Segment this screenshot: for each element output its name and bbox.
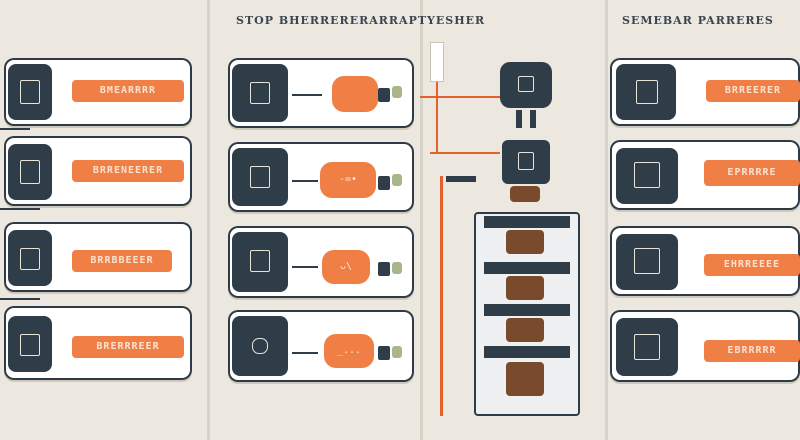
divider-center [420, 0, 423, 440]
middle-card-1[interactable] [228, 58, 414, 128]
device-icon [232, 232, 288, 292]
connector-pill: -=• [320, 162, 376, 198]
device-icon [616, 64, 676, 120]
device-icon [8, 144, 52, 200]
right-card-3[interactable]: EHRREEEE [610, 226, 800, 296]
left-label-bar-1: BMEARRRR [72, 80, 184, 102]
right-label-bar-4: EBRRRRR [704, 340, 800, 362]
hub-node-icon [500, 62, 552, 108]
connector-pill: _... [324, 334, 374, 368]
storage-box [506, 276, 544, 300]
left-label-bar-3: BRRBBEEER [72, 250, 172, 272]
middle-card-2[interactable]: -=• [228, 142, 414, 212]
storage-box [506, 318, 544, 342]
right-card-2[interactable]: EPRRRRE [610, 140, 800, 210]
connector-pill [332, 76, 378, 112]
connector-pill: ᴗ\ [322, 250, 370, 284]
small-node-icon [392, 86, 402, 98]
right-card-4[interactable]: EBRRRRR [610, 310, 800, 382]
middle-card-4[interactable]: _... [228, 310, 414, 382]
middle-card-3[interactable]: ᴗ\ [228, 226, 414, 298]
storage-box [506, 362, 544, 396]
device-icon [232, 148, 288, 206]
device-icon [232, 316, 288, 376]
divider-left [207, 0, 210, 440]
building-icon [616, 148, 678, 204]
storage-box [506, 230, 544, 254]
right-card-1[interactable]: BRREERER [610, 58, 800, 126]
right-label-bar-2: EPRRRRE [704, 160, 800, 186]
small-device-icon [378, 176, 390, 190]
plug-strip [430, 42, 444, 82]
small-device-icon [378, 346, 390, 360]
right-label-bar-3: EHRREEEE [704, 254, 800, 276]
divider-right [605, 0, 608, 440]
left-card-2[interactable]: BRRENEERER [4, 136, 192, 206]
device-icon [8, 230, 52, 286]
small-node-icon [392, 174, 402, 186]
left-label-bar-2: BRRENEERER [72, 160, 184, 182]
hub-node-icon [502, 140, 550, 184]
right-title: SEMEBAR PARRERES [622, 14, 774, 27]
left-label-bar-4: BRERRREER [72, 336, 184, 358]
small-node-icon [392, 346, 402, 358]
device-icon [232, 64, 288, 122]
right-label-bar-1: BRREERER [706, 80, 800, 102]
building-icon [616, 234, 678, 290]
device-icon [8, 316, 52, 372]
left-card-3[interactable]: BRRBBEEER [4, 222, 192, 292]
small-node-icon [392, 262, 402, 274]
left-card-4[interactable]: BRERRREER [4, 306, 192, 380]
building-icon [616, 318, 678, 376]
center-title: STOP BHERRERERARRAPTYESHER [236, 14, 486, 27]
small-device-icon [378, 88, 390, 102]
small-device-icon [378, 262, 390, 276]
left-card-1[interactable]: BMEARRRR [4, 58, 192, 126]
device-icon [8, 64, 52, 120]
